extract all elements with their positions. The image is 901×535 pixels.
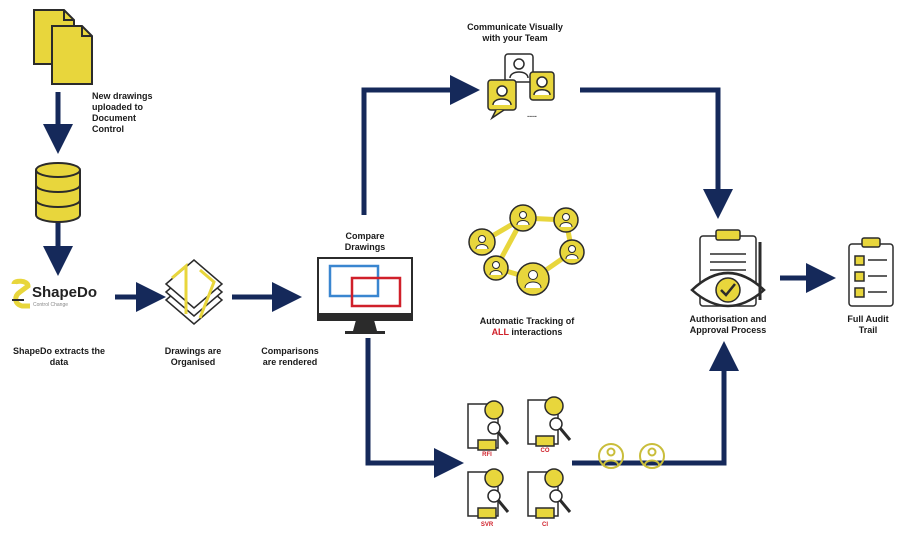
upload-label-line4: Control [92, 124, 124, 134]
tracking-highlight: ALL [491, 327, 509, 337]
communicate-label-line1: Communicate Visually [467, 22, 563, 32]
render-label-line2: are rendered [262, 357, 318, 367]
arrow-documents-to-approval [572, 341, 739, 466]
communicate-label-line2: with your Team [482, 33, 548, 43]
organise-label: Drawings are Organised [148, 346, 238, 368]
compare-label: Compare Drawings [330, 231, 400, 253]
co-document-icon [527, 396, 572, 447]
organised-drawings-icon [164, 259, 224, 325]
logo-tagline: Control Change [33, 302, 69, 308]
arrow-compare-to-communicate [361, 75, 480, 215]
approval-label-line2: Approval Process [689, 325, 767, 335]
communicate-label: Communicate Visually with your Team [450, 22, 580, 44]
shapedo-logo-mark [11, 278, 31, 309]
audit-label-line1: Full Audit [847, 314, 889, 324]
extract-label: ShapeDo extracts the data [4, 346, 114, 368]
audit-label: Full Audit Trail [836, 314, 900, 336]
approval-eye-icon [690, 229, 766, 308]
monitor-icon [317, 257, 413, 334]
file-stack-icon [33, 9, 93, 85]
doc-tag-ci: CI [542, 522, 548, 528]
organise-label-line2: Organised [170, 357, 216, 367]
communicate-ellipsis: ..... [527, 112, 537, 119]
doc-tag-svr: SVR [480, 522, 494, 528]
approval-label-line1: Authorisation and [689, 314, 767, 324]
organise-label-line1: Drawings are [164, 346, 222, 356]
tracking-label-line1: Automatic Tracking of [479, 316, 575, 326]
render-label-line1: Comparisons [261, 346, 319, 356]
tracking-network-icon [468, 204, 585, 296]
compare-label-line2: Drawings [344, 242, 386, 252]
doc-tag-rfi: RFI [482, 452, 492, 458]
upload-label: New drawings uploaded to Document Contro… [92, 91, 172, 135]
audit-checklist-icon [848, 237, 894, 307]
flow-arrows [43, 75, 836, 478]
extract-label-line1: ShapeDo extracts the [12, 346, 106, 356]
database-icon [35, 162, 81, 223]
upload-label-line1: New drawings [92, 91, 153, 101]
rfi-document-icon [467, 400, 510, 451]
upload-label-line2: uploaded to [92, 102, 143, 112]
tracking-label-line2: ALL interactions [462, 327, 592, 338]
audit-label-line2: Trail [858, 325, 878, 335]
logo-name: ShapeDo [32, 284, 98, 301]
chat-people-icon [487, 53, 555, 121]
upload-label-line3: Document [92, 113, 137, 123]
ci-document-icon [527, 468, 572, 519]
arrow-compare-to-documents [365, 338, 464, 478]
svr-document-icon [467, 468, 510, 519]
compare-label-line1: Compare [345, 231, 385, 241]
tracking-label-rest: interactions [508, 327, 563, 337]
doc-tag-co: CO [540, 448, 550, 454]
extract-label-line2: data [49, 357, 69, 367]
render-label: Comparisons are rendered [240, 346, 340, 368]
reviewers-icon [598, 443, 665, 469]
arrow-communicate-to-approval [580, 87, 733, 219]
document-review-icons [467, 396, 572, 519]
tracking-label: Automatic Tracking of ALL interactions [462, 316, 592, 338]
approval-label: Authorisation and Approval Process [668, 314, 788, 336]
